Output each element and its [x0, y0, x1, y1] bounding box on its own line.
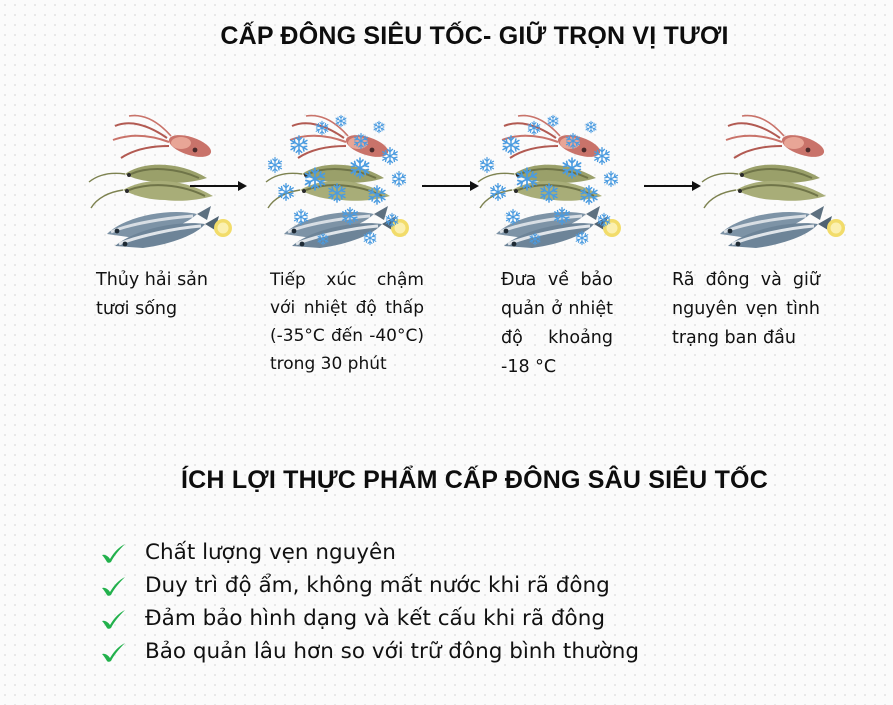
benefit-text: Bảo quản lâu hơn so với trữ đông bình th…: [145, 639, 640, 664]
benefit-text: Chất lượng vẹn nguyên: [145, 540, 396, 565]
checkmark-icon: [100, 641, 126, 663]
checkmark-icon: [100, 542, 126, 564]
step-description: Thủy hải sản tươi sống: [96, 270, 208, 319]
checkmark-icon: [100, 608, 126, 630]
benefit-item: Bảo quản lâu hơn so với trữ đông bình th…: [100, 635, 639, 668]
benefit-item: Đảm bảo hình dạng và kết cấu khi rã đông: [100, 602, 639, 635]
arrow-right-icon: [644, 178, 702, 194]
benefit-item: Duy trì độ ẩm, không mất nước khi rã đôn…: [100, 569, 639, 602]
arrow-right-icon: [190, 178, 248, 194]
benefit-text: Duy trì độ ẩm, không mất nước khi rã đôn…: [145, 573, 610, 598]
benefits-title: ÍCH LỢI THỰC PHẨM CẤP ĐÔNG SÂU SIÊU TỐC: [181, 466, 768, 494]
page-title: CẤP ĐÔNG SIÊU TỐC- GIỮ TRỌN VỊ TƯƠI: [220, 22, 729, 50]
arrow-right-icon: [422, 178, 480, 194]
step-description: Rã đông và giữ nguyên vẹn tình trạng ban…: [672, 270, 820, 348]
step-description: Tiếp xúc chậm với nhiệt độ thấp (-35°C đ…: [270, 270, 424, 374]
checkmark-icon: [100, 575, 126, 597]
benefit-item: Chất lượng vẹn nguyên: [100, 536, 639, 569]
frozen-seafood-image: [474, 112, 624, 252]
seafood-image: [698, 112, 848, 252]
step-description: Đưa về bảo quản ở nhiệt độ khoảng -18 °C: [501, 270, 613, 377]
benefit-text: Đảm bảo hình dạng và kết cấu khi rã đông: [145, 606, 605, 631]
frozen-seafood-image: [262, 112, 412, 252]
benefits-list: Chất lượng vẹn nguyên Duy trì độ ẩm, khô…: [100, 536, 639, 668]
